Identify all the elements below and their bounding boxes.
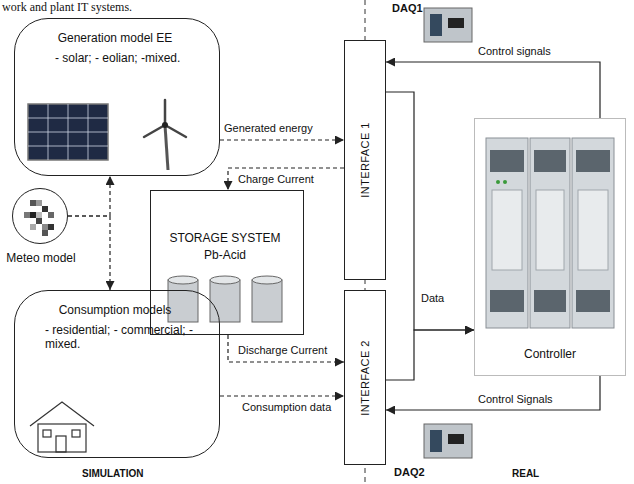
pixel	[30, 224, 36, 230]
plc-module	[530, 138, 570, 328]
connector	[220, 139, 344, 140]
plc-terminal	[490, 290, 524, 312]
edge-label: Discharge Current	[236, 344, 329, 357]
node-title: Controller	[475, 347, 625, 361]
node-title: Meteo model	[0, 251, 85, 265]
pixel	[36, 200, 42, 206]
pixel	[36, 212, 42, 218]
turbine-blades	[144, 100, 186, 137]
pixel	[42, 224, 48, 230]
daq-label: DAQ2	[394, 466, 425, 478]
plc-terminal	[576, 150, 610, 172]
plc-module	[572, 138, 614, 328]
node-title: Generation model EE	[15, 31, 215, 45]
plc-terminal	[490, 150, 524, 172]
plc-terminal	[576, 290, 610, 312]
connector	[68, 176, 110, 216]
turbine-hub	[162, 122, 168, 128]
edge-label: Consumption data	[240, 401, 333, 414]
pixel	[42, 206, 48, 212]
node-body: - residential; - commercial; -mixed.	[45, 323, 195, 351]
model-box: Generation model EE - solar; - eolian; -m…	[14, 18, 220, 176]
edge-label: Control Signals	[476, 393, 555, 406]
connector	[386, 330, 474, 380]
zone-label: SIMULATION	[82, 468, 143, 479]
daq-card	[424, 8, 472, 42]
edge-label: Generated energy	[222, 122, 315, 135]
panel-grid	[28, 104, 108, 160]
panel-frame	[28, 104, 108, 160]
interface-box: INTERFACE 2	[344, 290, 386, 465]
turbine-tower	[165, 125, 168, 170]
daq-chip	[448, 434, 464, 444]
daq-label: DAQ1	[392, 2, 423, 14]
plc-module	[486, 138, 528, 328]
house-window	[43, 430, 51, 437]
daq-board	[424, 8, 472, 42]
pixel	[24, 212, 30, 218]
model-circle: Meteo model	[12, 188, 68, 244]
plc-led	[496, 180, 500, 184]
daq-connector	[430, 430, 442, 452]
pixel	[30, 212, 36, 218]
daq-card	[424, 424, 472, 458]
battery-top	[252, 276, 282, 284]
house-body	[38, 424, 86, 452]
pixel	[30, 200, 36, 206]
node-title: STORAGE SYSTEM	[151, 231, 299, 245]
meteo-pixels	[24, 200, 54, 236]
battery-cell	[210, 280, 240, 322]
zone-label: REAL	[512, 468, 539, 479]
daq-connector	[430, 14, 442, 36]
plc-terminal	[534, 150, 566, 172]
connector	[228, 168, 344, 190]
connector	[228, 335, 344, 362]
connector	[386, 62, 600, 118]
house-door	[56, 436, 66, 452]
plc-panel	[578, 190, 608, 270]
edge-label: Data	[419, 292, 446, 305]
interface-box: INTERFACE 1	[344, 40, 386, 280]
battery-bank	[168, 276, 282, 322]
plc-terminal	[534, 290, 566, 312]
model-box: Controller	[474, 118, 626, 376]
house-window	[72, 430, 80, 437]
battery-cell	[252, 280, 282, 322]
connector	[220, 395, 344, 396]
edge-label: Control signals	[476, 45, 553, 58]
battery-top	[168, 276, 198, 284]
plc-panel	[536, 190, 564, 270]
pixel	[36, 218, 42, 224]
model-box: STORAGE SYSTEM Pb-Acid	[150, 190, 304, 335]
node-body: - solar; - eolian; -mixed.	[55, 51, 205, 65]
connector	[386, 376, 600, 410]
pixel	[48, 224, 54, 230]
model-box: Consumption models - residential; - comme…	[14, 290, 220, 458]
plc-illustration	[486, 138, 614, 328]
connector	[386, 92, 474, 330]
node-body: Pb-Acid	[151, 248, 299, 262]
node-title: INTERFACE 1	[358, 122, 372, 197]
plc-panel	[492, 190, 522, 270]
daq-chip	[448, 18, 464, 28]
edge-label: Charge Current	[236, 173, 316, 186]
daq-board	[424, 424, 472, 458]
node-title: INTERFACE 2	[358, 340, 372, 415]
pixel	[42, 230, 48, 236]
house-icon	[30, 402, 94, 452]
wind-turbine	[144, 100, 186, 170]
pixel	[48, 212, 54, 218]
plc-led	[503, 180, 507, 184]
house-roof	[30, 402, 94, 426]
solar-panel	[28, 104, 108, 160]
battery-cell	[168, 280, 198, 322]
caption-fragment: work and plant IT systems.	[2, 0, 132, 15]
battery-top	[210, 276, 240, 284]
node-title: Consumption models	[15, 303, 215, 317]
